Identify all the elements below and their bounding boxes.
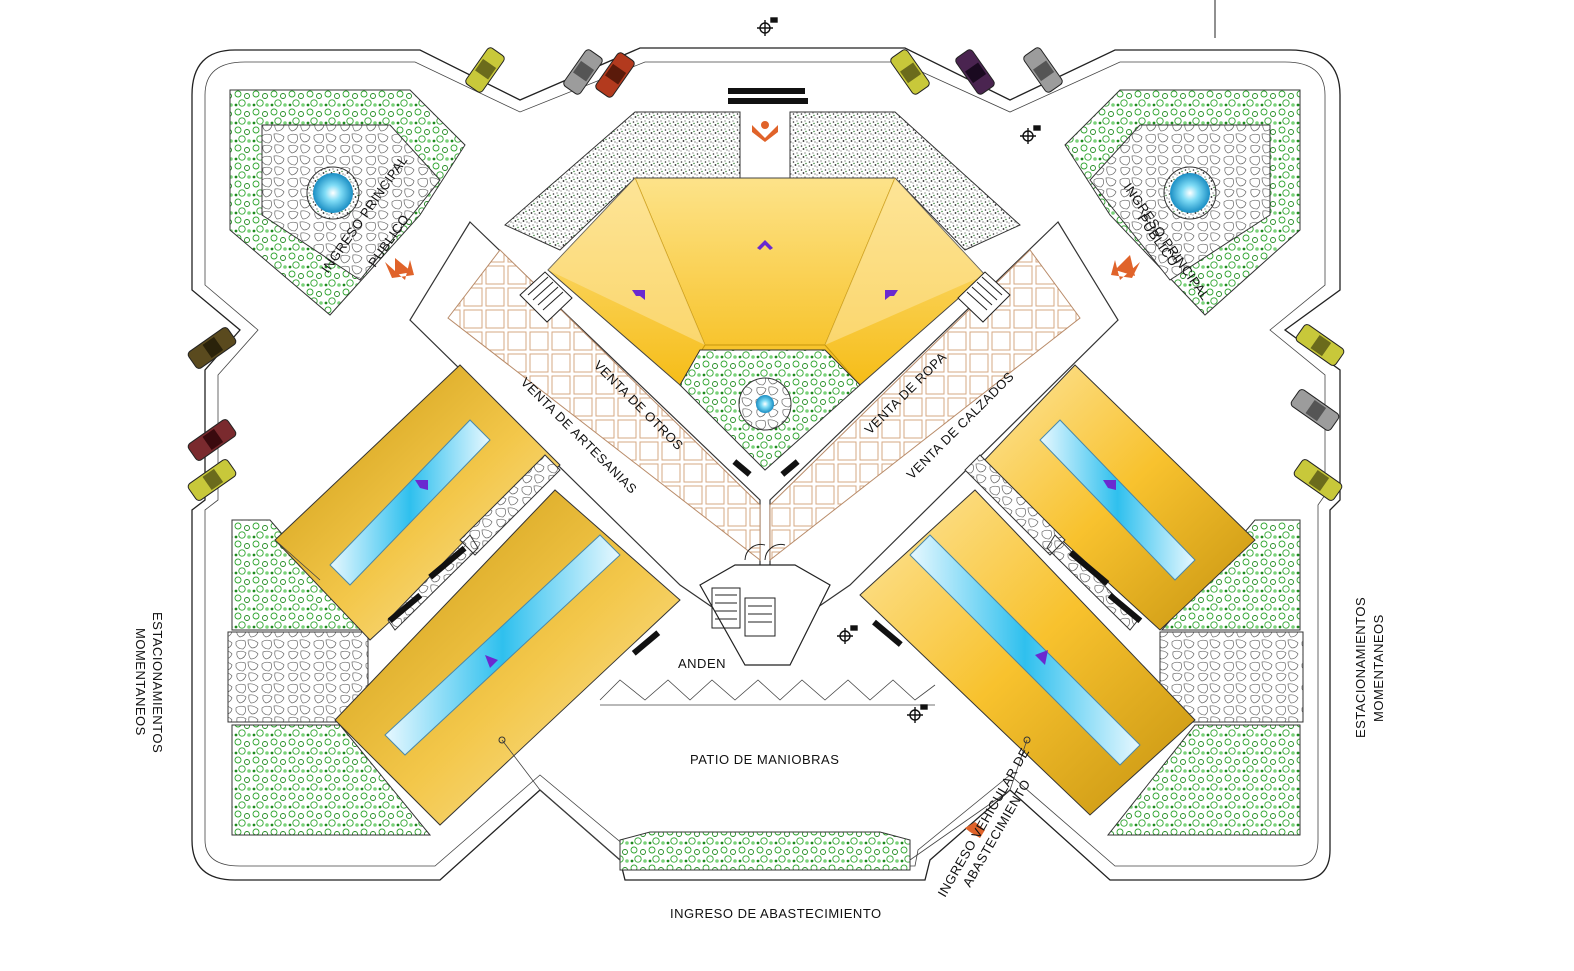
wing-left-lower bbox=[274, 489, 681, 826]
label-anden: ANDEN bbox=[678, 656, 726, 671]
marker-icon bbox=[1103, 480, 1116, 490]
car bbox=[890, 49, 930, 95]
marker-icon bbox=[1035, 650, 1048, 665]
anden-edge bbox=[599, 679, 936, 701]
label-patio-maniobras: PATIO DE MANIOBRAS bbox=[690, 752, 839, 767]
car bbox=[465, 47, 505, 93]
label-ingreso-vehicular-1: INGRESO VEHICULAR DE bbox=[935, 745, 1033, 899]
garden-bottom-right bbox=[1106, 519, 1304, 836]
marker-icon bbox=[415, 480, 428, 490]
entry-arrow-icon bbox=[385, 258, 414, 280]
survey-point-icon bbox=[757, 17, 778, 36]
marker-icon bbox=[485, 655, 498, 668]
label-estac-right-2: MOMENTANEOS bbox=[1371, 614, 1386, 722]
marker-icon bbox=[757, 240, 773, 250]
garden-bottom-left bbox=[227, 519, 432, 836]
survey-point-icon bbox=[837, 625, 858, 644]
car bbox=[1290, 389, 1340, 431]
stair-right bbox=[957, 271, 1011, 323]
car bbox=[187, 419, 237, 461]
car bbox=[1295, 324, 1345, 366]
wing-right-upper bbox=[979, 364, 1256, 631]
level-markers bbox=[415, 240, 1116, 668]
entry-arrow-icon bbox=[752, 125, 778, 142]
wing-left-upper bbox=[274, 364, 561, 641]
survey-point-icon bbox=[907, 704, 928, 723]
label-estac-left-1: ESTACIONAMIENTOS bbox=[150, 612, 165, 753]
label-estac-right-1: ESTACIONAMIENTOS bbox=[1353, 597, 1368, 738]
site-boundary bbox=[191, 47, 1341, 881]
car bbox=[1293, 459, 1343, 501]
car bbox=[1023, 47, 1063, 93]
car bbox=[187, 327, 237, 369]
car bbox=[563, 49, 603, 95]
stair-left bbox=[519, 271, 573, 323]
north-markers bbox=[757, 17, 1041, 723]
label-ingreso-abastecimiento: INGRESO DE ABASTECIMIENTO bbox=[670, 906, 882, 921]
label-estac-left-2: MOMENTANEOS bbox=[133, 628, 148, 736]
entry-arrow-icon bbox=[965, 822, 985, 838]
survey-point-icon bbox=[1020, 125, 1041, 144]
car bbox=[595, 52, 635, 98]
car bbox=[187, 459, 237, 501]
garden-top-left bbox=[229, 89, 466, 316]
marker-icon bbox=[632, 290, 645, 300]
parked-cars bbox=[187, 47, 1345, 501]
wing-right-lower bbox=[859, 489, 1196, 816]
courtyard-fountain bbox=[756, 395, 774, 413]
car bbox=[955, 49, 995, 95]
entry-arrows bbox=[385, 121, 1140, 838]
marker-icon bbox=[885, 290, 898, 300]
entry-arrow-icon bbox=[1111, 255, 1140, 280]
benches bbox=[387, 88, 1143, 656]
supply-planter bbox=[498, 736, 1031, 871]
service-block bbox=[699, 544, 831, 666]
central-pavilion bbox=[504, 111, 1021, 471]
garden-top-right bbox=[1064, 89, 1301, 316]
